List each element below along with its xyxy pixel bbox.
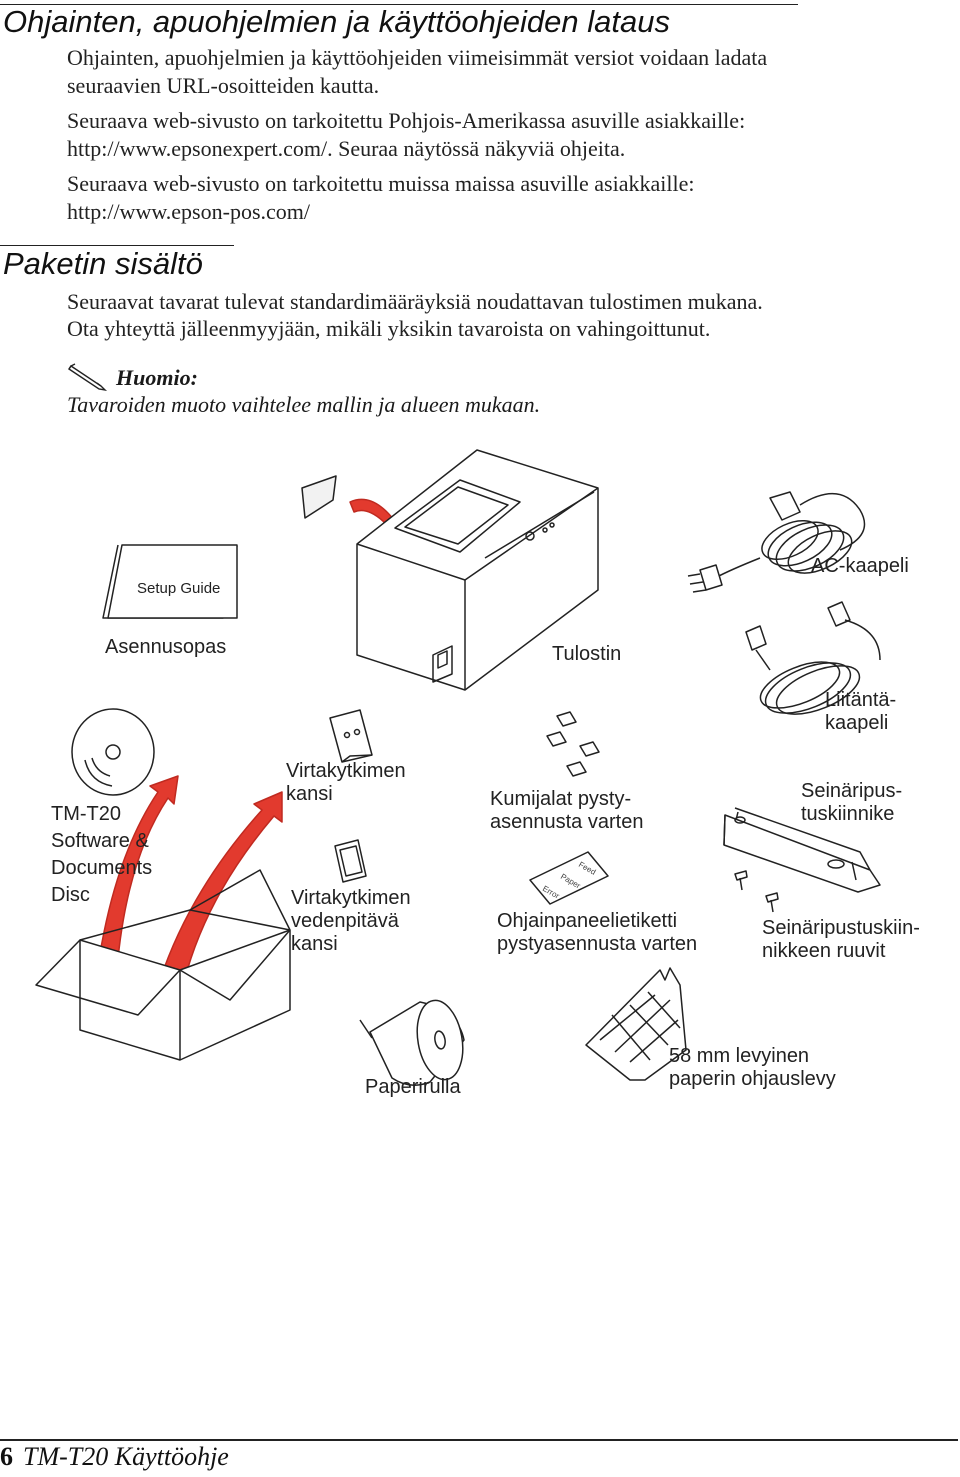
label-tulostin: Tulostin	[552, 643, 622, 665]
section2-line-1: Seuraavat tavarat tulevat standardimäärä…	[67, 289, 763, 314]
interface-cable	[745, 601, 881, 715]
waterproof-switch-cover	[334, 839, 367, 883]
label-kumijalat: Kumijalat pysty- asennusta varten	[490, 788, 644, 833]
label-disc: TM-T20 Software & Documents Disc	[51, 803, 153, 906]
section1-line-3: Seuraava web-sivusto on tarkoitettu Pohj…	[67, 108, 746, 133]
section1-rule	[0, 4, 798, 5]
label-liitanta: Liitäntä- kaapeli	[825, 689, 897, 734]
label-asennusopas: Asennusopas	[105, 636, 227, 658]
paper-strip	[301, 475, 337, 519]
section1-line-2: seuraavien URL-osoitteiden kautta.	[67, 73, 380, 98]
rubber-feet	[546, 711, 600, 777]
footer-rule	[0, 1439, 958, 1441]
control-panel-label: Feed Paper Error	[529, 851, 609, 905]
pencil-icon	[68, 363, 108, 392]
cardboard-box	[35, 869, 291, 1061]
paper-roll	[359, 999, 465, 1086]
paper-guide-plate	[585, 967, 687, 1081]
label-ohjainpaneelietiketti: Ohjainpaneelietiketti pystyasennusta var…	[497, 910, 698, 955]
label-ohjauslevy: 58 mm levyinen paperin ohjauslevy	[669, 1045, 836, 1090]
power-switch-cover	[329, 709, 373, 763]
section1-title: Ohjainten, apuohjelmien ja käyttöohjeide…	[3, 4, 670, 39]
section1-line-5: Seuraava web-sivusto on tarkoitettu muis…	[67, 171, 695, 196]
section2-line-2: Ota yhteyttä jälleenmyyjään, mikäli yksi…	[67, 316, 711, 341]
label-ac-kaapeli: AC-kaapeli	[811, 555, 909, 577]
package-contents-illustration: Setup Guide	[35, 449, 881, 1086]
red-arrow-from-box	[159, 791, 283, 983]
section1-line-4: http://www.epsonexpert.com/. Seuraa näyt…	[67, 136, 626, 161]
section1-line-6: http://www.epson-pos.com/	[67, 199, 310, 224]
section1-line-1: Ohjainten, apuohjelmien ja käyttöohjeide…	[67, 45, 768, 70]
page-footer: 6 TM-T20 Käyttöohje	[0, 1442, 229, 1472]
software-disc	[71, 708, 155, 796]
note-text: Tavaroiden muoto vaihtelee mallin ja alu…	[67, 392, 541, 417]
label-ruuvit: Seinäripustuskiin- nikkeen ruuvit	[762, 917, 920, 962]
label-paperirulla: Paperirulla	[365, 1076, 461, 1098]
setup-guide-cover-text: Setup Guide	[137, 580, 220, 597]
footer-doc-title: TM-T20 Käyttöohje	[23, 1442, 229, 1471]
ac-cable	[687, 491, 866, 593]
bracket-screws	[734, 870, 779, 913]
note-title: Huomio:	[116, 365, 198, 390]
wall-bracket	[723, 807, 881, 893]
label-virtakytkimen-kansi: Virtakytkimen kansi	[286, 760, 406, 805]
section2-title: Paketin sisältö	[3, 246, 203, 281]
setup-guide-booklet: Setup Guide	[102, 544, 238, 619]
section2-rule	[0, 245, 234, 246]
page-number: 6	[0, 1442, 13, 1471]
printer-body	[356, 449, 599, 691]
label-seinaripustuskiinnike: Seinäripus- tuskiinnike	[801, 780, 903, 825]
label-vedenpitava-kansi: Virtakytkimen vedenpitävä kansi	[291, 887, 411, 955]
